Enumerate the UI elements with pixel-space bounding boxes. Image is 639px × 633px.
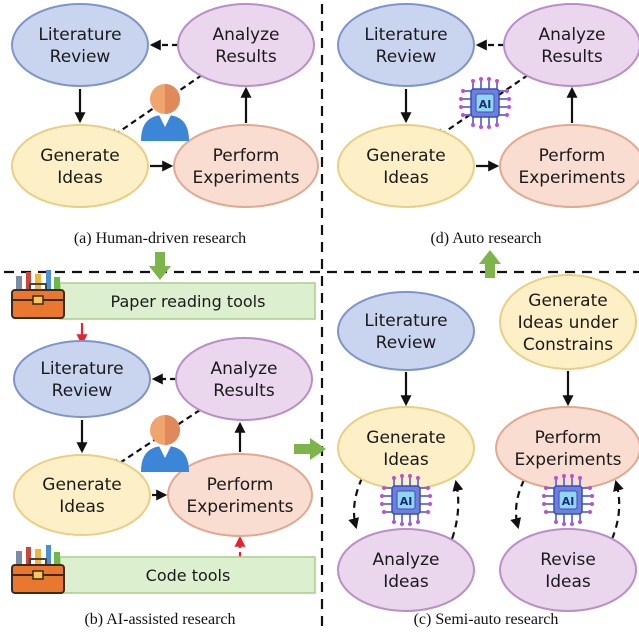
panel-b-literature-review-label: Literature xyxy=(40,359,123,379)
panel-c-perform-experiments-label: Experiments xyxy=(514,450,621,470)
panel-c-perform-experiments-label: Perform xyxy=(535,428,602,448)
panel-c-analyze-ideas-label: Ideas xyxy=(383,572,429,592)
panel-c-revise-ideas xyxy=(499,528,637,612)
panel-d-analyze-results-label: Results xyxy=(541,47,603,67)
panel-c-revise-ideas-label: Ideas xyxy=(545,572,591,592)
panel-b-perform-experiments-label: Experiments xyxy=(186,497,293,517)
panel-d-caption: (d) Auto research xyxy=(430,230,541,247)
panel-b-generate-ideas-label: Generate xyxy=(42,475,121,495)
panel-d-generate-ideas-label: Ideas xyxy=(383,168,429,188)
panel-d-analyze-results xyxy=(503,3,639,87)
transition-c-to-d-arrow xyxy=(479,250,501,278)
panel-d-generate-ideas xyxy=(337,124,475,208)
panel-c-generate-ideas-under-constrains xyxy=(499,274,637,370)
paper-reading-tools-label: Paper reading tools xyxy=(111,292,266,311)
panel-b-analyze-results-label: Results xyxy=(213,381,275,401)
panel-a-literature-review-label: Literature xyxy=(38,25,121,45)
panel-c-edge-revise-to-perform xyxy=(610,479,624,540)
panel-a-caption: (a) Human-driven research xyxy=(74,230,246,247)
panel-b-literature-review xyxy=(13,340,151,418)
panel-d-analyze-results-label: Analyze xyxy=(539,25,606,45)
panel-d-generate-ideas-label: Generate xyxy=(366,146,445,166)
code-tools-box xyxy=(59,556,316,594)
panel-c-analyze-ideas xyxy=(337,528,475,612)
panel-a-literature-review-label: Review xyxy=(50,47,111,67)
panel-d-perform-experiments-label: Perform xyxy=(539,146,606,166)
panel-c-generate-ideas xyxy=(337,406,475,490)
panel-c-perform-experiments xyxy=(495,406,639,490)
panel-b-generate-ideas xyxy=(13,454,151,536)
panel-a-perform-experiments-label: Perform xyxy=(213,146,280,166)
panel-c-edge-perform-to-revise xyxy=(510,479,525,530)
panel-b-perform-experiments-label: Perform xyxy=(207,475,274,495)
panel-a-generate-ideas xyxy=(11,124,149,208)
transition-a-to-b-arrow xyxy=(149,252,171,280)
panel-c-literature-review-label: Review xyxy=(376,333,437,353)
panel-b-generate-ideas-label: Ideas xyxy=(59,497,105,517)
panel-a-literature-review xyxy=(11,3,149,87)
panel-c-analyze-ideas-label: Analyze xyxy=(373,550,440,570)
panel-c-revise-ideas-label: Revise xyxy=(540,550,596,570)
panel-a-perform-experiments xyxy=(173,124,319,208)
panel-d-ai-chip-icon-label: AI xyxy=(479,98,492,111)
panel-b-caption: (b) AI-assisted research xyxy=(84,611,235,628)
transition-b-to-c-arrow xyxy=(294,438,326,460)
panel-b-analyze-results-label: Analyze xyxy=(211,359,278,379)
panel-d-literature-review-label: Review xyxy=(376,47,437,67)
panel-b-paper-toolbox-icon xyxy=(11,269,65,319)
panel-c-ai-chip-left-icon-label: AI xyxy=(400,495,413,508)
code-tools-label: Code tools xyxy=(146,566,231,585)
panel-c-literature-review-label: Literature xyxy=(364,311,447,331)
panel-b-analyze-results xyxy=(175,337,313,421)
panel-c-ai-chip-right-icon-label: AI xyxy=(562,495,575,508)
panel-c-generate-ideas-label: Ideas xyxy=(383,450,429,470)
panel-c-generate-ideas-under-constrains-label: Generate xyxy=(528,291,607,311)
panel-a-analyze-results-label: Results xyxy=(215,47,277,67)
panel-d-perform-experiments-label: Experiments xyxy=(518,168,625,188)
panel-a-generate-ideas-label: Generate xyxy=(40,146,119,166)
panel-b-code-toolbox-icon xyxy=(11,544,65,594)
panel-a-generate-ideas-label: Ideas xyxy=(57,168,103,188)
panel-c-edge-analyze-to-generate xyxy=(450,479,464,540)
panel-c-generate-ideas-under-constrains-label: Ideas under xyxy=(518,313,619,333)
panel-c-caption: (c) Semi-auto research xyxy=(414,611,559,628)
panel-b-perform-experiments xyxy=(167,453,313,537)
panel-a-analyze-results xyxy=(177,3,315,87)
panel-d-literature-review-label: Literature xyxy=(364,25,447,45)
panel-c-literature-review xyxy=(337,291,475,371)
panel-d-perform-experiments xyxy=(499,124,639,208)
panel-d-literature-review xyxy=(337,3,475,87)
panel-c-generate-ideas-under-constrains-label: Constrains xyxy=(523,335,613,355)
panel-a-analyze-results-label: Analyze xyxy=(213,25,280,45)
panel-b-literature-review-label: Review xyxy=(52,381,113,401)
panel-a-perform-experiments-label: Experiments xyxy=(192,168,299,188)
panel-c-edge-generate-to-analyze xyxy=(348,477,364,530)
panel-c-generate-ideas-label: Generate xyxy=(366,428,445,448)
